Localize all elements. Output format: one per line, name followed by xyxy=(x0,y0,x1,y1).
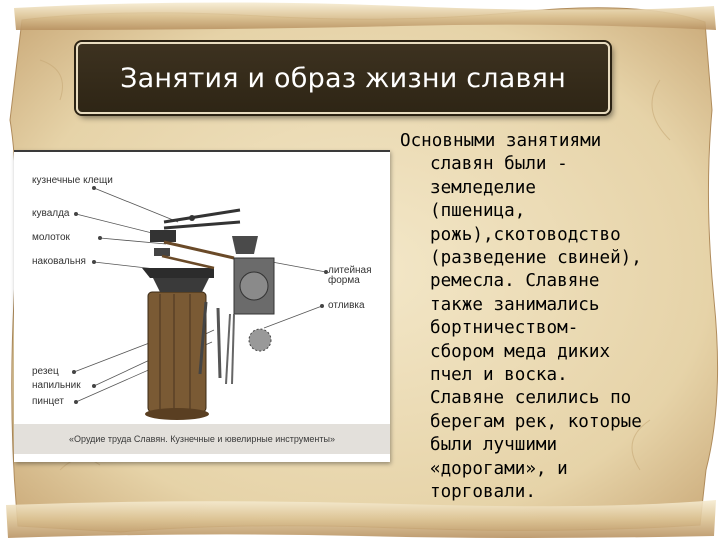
body-line: были лучшими xyxy=(430,435,558,456)
label-anvil: наковальня xyxy=(32,256,86,267)
body-line: рожь),скотоводство xyxy=(430,224,621,245)
body-line: пчел и воска. xyxy=(430,365,568,386)
label-tongs: кузнечные клещи xyxy=(32,175,113,186)
body-line: торговали. xyxy=(430,482,536,503)
body-line: бортничеством- xyxy=(430,318,579,339)
body-line: Славяне селились по xyxy=(430,388,632,409)
body-line: земледелие xyxy=(430,177,536,198)
body-line: берегам рек, которые xyxy=(430,411,642,432)
slide-title: Занятия и образ жизни славян xyxy=(120,62,566,94)
label-file: напильник xyxy=(32,380,81,391)
body-line: также занимались xyxy=(430,294,600,315)
body-line: ремесла. Славяне xyxy=(430,271,600,292)
body-paragraph: Основными занятиями славян были - землед… xyxy=(400,130,702,505)
body-line: Основными занятиями xyxy=(400,131,602,151)
label-casting: отливка xyxy=(328,300,365,311)
body-line: «дорогами», и xyxy=(430,458,568,479)
tools-illustration: кузнечные клещи кувалда молоток наковаль… xyxy=(14,150,390,462)
label-casting-mold: литейная форма xyxy=(328,265,372,286)
title-banner: Занятия и образ жизни славян xyxy=(76,42,610,114)
tools-drawing xyxy=(72,186,328,420)
body-line: (разведение свиней), xyxy=(430,248,642,269)
label-hammer: молоток xyxy=(32,232,70,243)
label-tweezers: пинцет xyxy=(32,396,64,407)
label-sledgehammer: кувалда xyxy=(32,208,70,219)
body-line: (пшеница, xyxy=(430,201,526,222)
figure-caption: «Орудие труда Славян. Кузнечные и ювелир… xyxy=(14,424,390,454)
label-chisel: резец xyxy=(32,366,59,377)
body-line: славян были - xyxy=(430,154,568,175)
body-line: сбором меда диких xyxy=(430,341,611,362)
